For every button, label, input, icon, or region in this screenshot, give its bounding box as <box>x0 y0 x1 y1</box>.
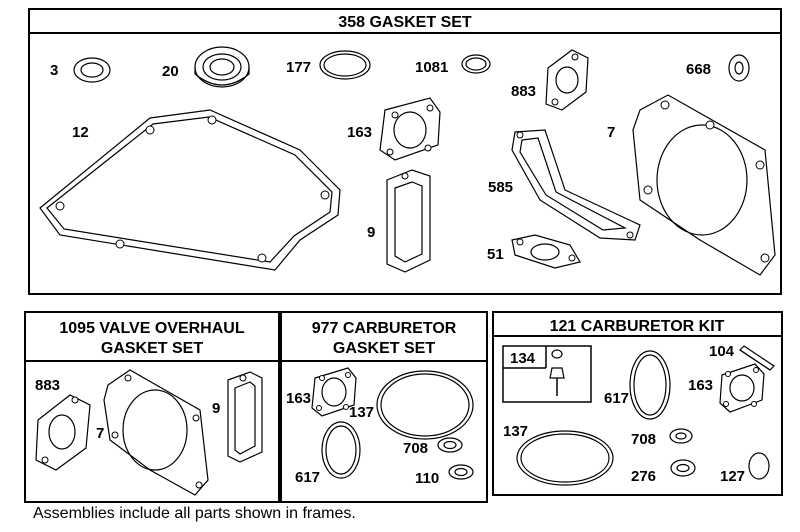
part-163-carburetor-gasket: 163 <box>347 97 441 161</box>
part-668-washer: 668 <box>686 54 750 82</box>
valve-set-part-883: 883 <box>35 377 91 471</box>
gasket-set-358-frame: 358 GASKET SET <box>28 8 782 295</box>
part-585-breather-gasket: 585 <box>488 129 641 241</box>
carb-kit-label-127: 127 <box>720 468 745 485</box>
part-177-ring: 177 <box>286 50 371 80</box>
carb-kit-label-134: 134 <box>510 350 536 367</box>
carb-kit-part-134-inner-frame: 134 <box>502 345 592 403</box>
carb-set-label-708: 708 <box>403 440 428 457</box>
valve-set-title-1: 1095 VALVE OVERHAUL <box>59 320 244 337</box>
carb-set-label-137: 137 <box>349 404 374 421</box>
carburetor-gasket-set-frame: 977 CARBURETOR GASKET SET <box>280 311 488 503</box>
valve-set-title-2: GASKET SET <box>101 340 203 357</box>
gasket-set-358-title: 358 GASKET SET <box>338 14 472 31</box>
carb-kit-label-276: 276 <box>631 468 656 485</box>
part-3-seal: 3 <box>50 57 111 83</box>
part-label-51: 51 <box>487 246 504 263</box>
valve-set-part-9: 9 <box>212 371 263 463</box>
part-12-crankcase-gasket: 12 <box>39 109 341 271</box>
carb-kit-label-104: 104 <box>709 343 735 360</box>
carb-set-label-617: 617 <box>295 469 320 486</box>
part-883-intake-gasket: 883 <box>511 49 589 111</box>
carb-kit-part-617: 617 <box>604 350 671 420</box>
part-label-177: 177 <box>286 59 311 76</box>
carb-kit-label-163: 163 <box>688 377 713 394</box>
part-label-7: 7 <box>607 124 615 141</box>
carburetor-kit-frame: 121 CARBURETOR KIT <box>492 311 783 496</box>
carb-kit-part-104: 104 <box>709 343 775 371</box>
part-label-585: 585 <box>488 179 513 196</box>
part-label-3: 3 <box>50 62 58 79</box>
needle-valve-icon <box>549 367 565 379</box>
carb-set-label-110: 110 <box>415 470 439 487</box>
valve-set-label-9: 9 <box>212 400 220 417</box>
carb-set-label-163: 163 <box>286 390 311 407</box>
carb-gasket-set-title-2: GASKET SET <box>333 340 435 357</box>
carb-kit-part-137: 137 <box>503 423 614 486</box>
footnote: Assemblies include all parts shown in fr… <box>33 505 356 522</box>
part-1081-ring: 1081 <box>415 54 491 76</box>
part-label-163: 163 <box>347 124 372 141</box>
carb-set-part-163: 163 <box>286 367 357 417</box>
carb-kit-title: 121 CARBURETOR KIT <box>550 318 725 335</box>
carb-set-part-708: 708 <box>403 437 463 457</box>
part-20-oil-seal: 20 <box>162 46 250 88</box>
carb-kit-part-127: 127 <box>720 452 770 485</box>
valve-set-label-7: 7 <box>96 425 104 442</box>
part-51-exhaust-gasket: 51 <box>487 234 581 269</box>
valve-set-label-883: 883 <box>35 377 60 394</box>
carb-kit-label-617: 617 <box>604 390 629 407</box>
carb-kit-part-276: 276 <box>631 459 696 485</box>
carb-set-part-110: 110 <box>415 464 474 487</box>
carb-set-part-137: 137 <box>349 370 474 440</box>
part-label-12: 12 <box>72 124 89 141</box>
carb-kit-part-163: 163 <box>688 363 765 413</box>
valve-set-part-7: 7 <box>96 369 209 496</box>
carb-kit-label-708: 708 <box>631 431 656 448</box>
part-label-20: 20 <box>162 63 179 80</box>
part-label-883: 883 <box>511 83 536 100</box>
carb-set-part-617: 617 <box>295 421 361 486</box>
needle-clip-icon <box>551 349 563 359</box>
part-label-668: 668 <box>686 61 711 78</box>
carb-gasket-set-title-1: 977 CARBURETOR <box>312 320 457 337</box>
carb-kit-part-708: 708 <box>631 428 693 448</box>
part-label-9: 9 <box>367 224 375 241</box>
valve-overhaul-set-frame: 1095 VALVE OVERHAUL GASKET SET <box>24 311 280 503</box>
part-7-cylinder-head-gasket: 7 <box>607 94 776 276</box>
carb-kit-label-137: 137 <box>503 423 528 440</box>
part-9-rocker-cover-gasket: 9 <box>367 169 431 273</box>
part-label-1081: 1081 <box>415 59 448 76</box>
